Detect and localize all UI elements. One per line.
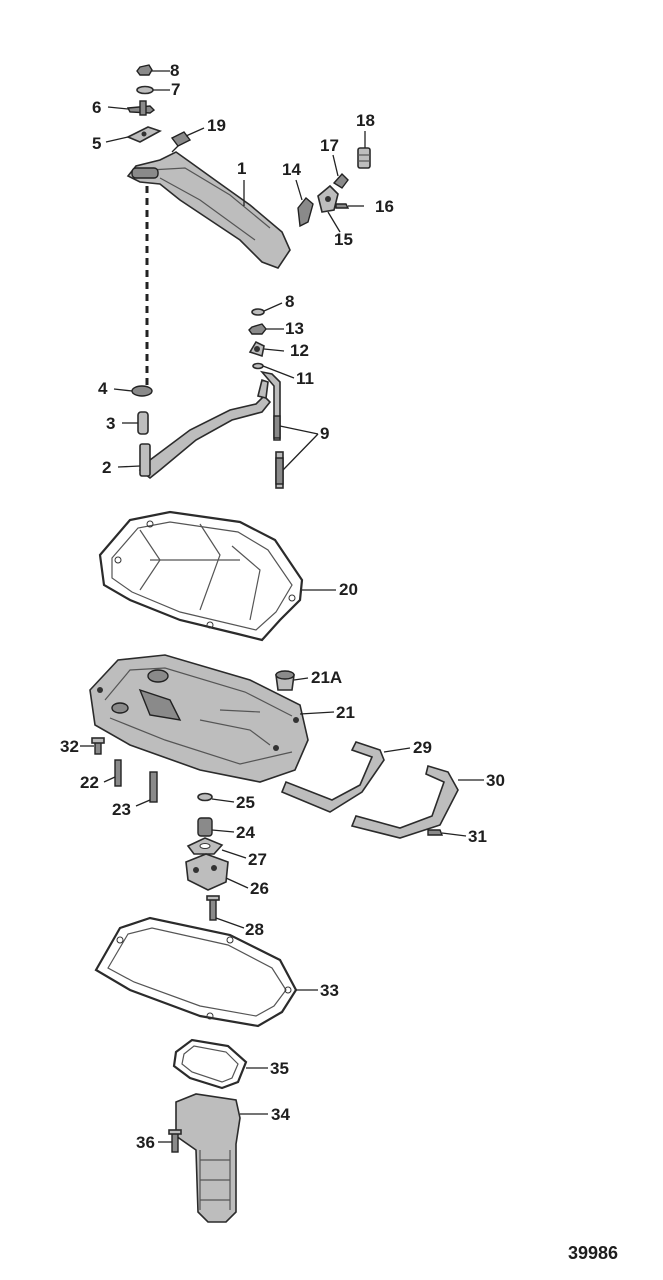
part-25-washer	[197, 792, 213, 802]
part-3-spring	[137, 411, 149, 435]
callout-23: 23	[112, 800, 131, 819]
callout-16: 16	[375, 197, 394, 216]
part-18-sleeve	[357, 147, 371, 169]
part-21-adapter-plate	[89, 654, 309, 783]
part-31-screw	[427, 829, 444, 836]
part-32-bolt	[91, 737, 105, 755]
part-34-tube	[175, 1093, 241, 1223]
callout-2: 2	[102, 458, 112, 477]
callout-30: 30	[486, 771, 505, 790]
part-19-screw	[170, 131, 192, 153]
callout-5: 5	[92, 134, 102, 153]
part-28-bolt	[206, 895, 220, 921]
part-2-link-arm	[138, 378, 272, 480]
callout-27: 27	[248, 850, 267, 869]
part-26-housing	[185, 853, 229, 891]
part-13-nut	[248, 323, 267, 335]
callout-29: 29	[413, 738, 432, 757]
callout-32: 32	[60, 737, 79, 756]
part-1-arm	[126, 151, 291, 269]
leader-lines	[80, 70, 484, 1143]
callout-26: 26	[250, 879, 269, 898]
callout-18: 18	[356, 111, 375, 130]
part-14-bushing	[297, 196, 314, 228]
callout-20: 20	[339, 580, 358, 599]
callout-8: 8	[170, 61, 180, 80]
callout-33: 33	[320, 981, 339, 1000]
callout-8-linkage: 8	[285, 292, 295, 311]
part-30-rail	[350, 764, 459, 839]
callout-36: 36	[136, 1133, 155, 1152]
callout-15: 15	[334, 230, 353, 249]
callout-14: 14	[282, 160, 301, 179]
callout-6: 6	[92, 98, 102, 117]
callout-22: 22	[80, 773, 99, 792]
callout-3: 3	[106, 414, 116, 433]
part-16-screw	[335, 203, 350, 209]
part-12-ball	[248, 340, 265, 358]
callout-9: 9	[320, 424, 330, 443]
part-33-gasket	[94, 916, 298, 1028]
part-4-bushing	[131, 385, 153, 397]
part-23-stud	[149, 771, 158, 803]
callout-13: 13	[285, 319, 304, 338]
part-5-plate	[126, 126, 162, 143]
part-20-gasket	[98, 510, 304, 642]
figure-number: 39986	[568, 1243, 619, 1263]
part-7-washer	[136, 85, 154, 95]
part-36-bolt	[168, 1129, 182, 1153]
callout-17: 17	[320, 136, 339, 155]
part-17-clip	[332, 172, 349, 189]
part-11-washer	[252, 362, 264, 370]
part-8-nut-top	[136, 64, 153, 76]
part-8-nut-mid	[251, 308, 265, 316]
callout-12: 12	[290, 341, 309, 360]
callout-21A: 21A	[311, 668, 343, 687]
callout-4: 4	[98, 379, 108, 398]
part-22-stud	[114, 759, 122, 787]
callout-24: 24	[236, 823, 255, 842]
part-6-pin	[126, 100, 156, 116]
callout-28: 28	[245, 920, 264, 939]
callout-34: 34	[271, 1105, 290, 1124]
callout-11: 11	[296, 369, 314, 388]
part-24-bushing	[197, 817, 213, 837]
callout-35: 35	[270, 1059, 289, 1078]
part-15-lever	[317, 184, 339, 213]
callout-7: 7	[171, 80, 181, 99]
callout-1: 1	[237, 159, 247, 178]
callout-21: 21	[336, 703, 355, 722]
part-29-rail	[280, 741, 385, 813]
part-27-gasket	[186, 837, 224, 855]
callout-31: 31	[468, 827, 487, 846]
callout-19: 19	[207, 116, 226, 135]
part-35-gasket	[172, 1038, 248, 1090]
callout-25: 25	[236, 793, 255, 812]
part-9-rods	[259, 370, 284, 489]
part-21A-plug	[275, 670, 295, 691]
